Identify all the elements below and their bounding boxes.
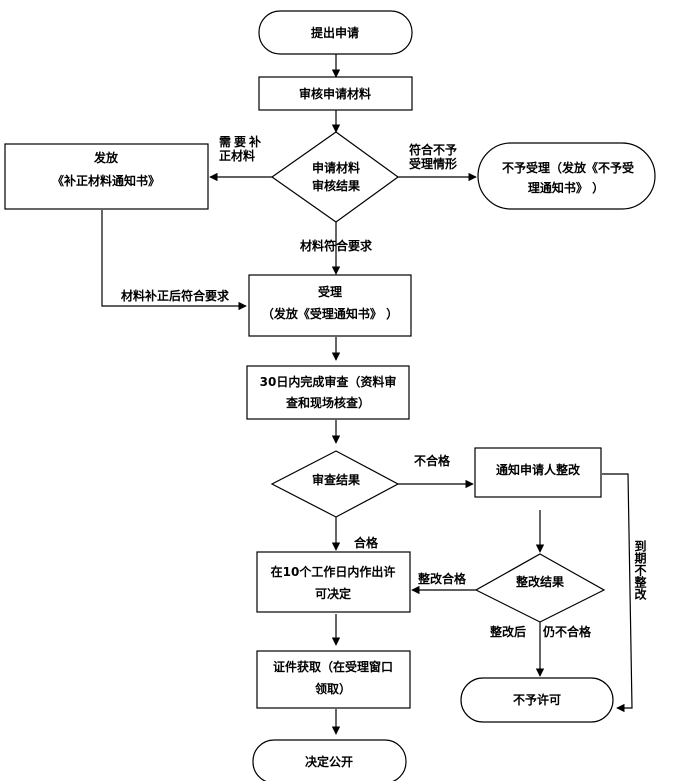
node-reject-accept-label-1: 不予受理（发放《不予受 bbox=[502, 160, 634, 175]
edge-label-rectify-pass: 整改合格 bbox=[417, 571, 467, 586]
connectors bbox=[101, 54, 633, 735]
node-check-result-label: 审查结果 bbox=[312, 472, 360, 487]
node-certificate-label-1: 证件获取（在受理窗口 bbox=[273, 659, 393, 674]
edge-notify-to-deny-overdue bbox=[602, 473, 633, 713]
node-issue-supplement-label-2: 《补正材料通知书》 bbox=[52, 173, 160, 188]
edge-label-not-accept-2: 受理情形 bbox=[409, 156, 457, 171]
node-review-result-label-2: 审核结果 bbox=[312, 178, 360, 193]
edge-label-pass: 合格 bbox=[354, 535, 379, 550]
node-accept-label-2: （发放《受理通知书》 ） bbox=[262, 306, 398, 321]
node-review-result-decision: 申请材料 审核结果 bbox=[270, 131, 400, 223]
node-submit: 提出申请 bbox=[258, 10, 413, 55]
node-deny: 不予许可 bbox=[460, 677, 614, 723]
node-issue-supplement: 发放 《补正材料通知书》 bbox=[4, 143, 209, 210]
node-check-result-decision: 审查结果 bbox=[270, 450, 400, 518]
node-deny-label: 不予许可 bbox=[513, 692, 561, 707]
node-review-materials: 审核申请材料 bbox=[258, 76, 413, 111]
node-decide-label-1: 在10个工作日内作出许 bbox=[271, 564, 396, 579]
node-certificate-label-2: 领取） bbox=[315, 681, 351, 696]
edge-label-still-fail: 仍不合格 bbox=[542, 624, 592, 639]
edge-label-materials-ok: 材料符合要求 bbox=[299, 238, 373, 253]
edge-supplement-to-accept bbox=[101, 210, 247, 311]
node-notify-rectify-label: 通知申请人整改 bbox=[496, 462, 581, 477]
node-notify-rectify: 通知申请人整改 bbox=[474, 447, 602, 498]
edge-label-fail: 不合格 bbox=[414, 453, 451, 468]
edge-labels: 需要补 正材料 符合不予 受理情形 材料符合要求 材料补正后符合要求 不合格 合… bbox=[120, 134, 647, 639]
edge-label-supplement-ok: 材料补正后符合要求 bbox=[120, 288, 230, 303]
node-review-materials-label: 审核申请材料 bbox=[299, 86, 371, 101]
node-review-30-days: 30日内完成审查（资料审 查和现场核查） bbox=[246, 365, 410, 420]
edge-label-need-supplement-2: 正材料 bbox=[219, 148, 255, 163]
node-decide: 在10个工作日内作出许 可决定 bbox=[256, 551, 411, 613]
node-reject-accept-label-2: 理通知书》 ） bbox=[528, 180, 604, 195]
node-rectify-result-decision: 整改结果 bbox=[474, 553, 606, 623]
node-submit-label: 提出申请 bbox=[311, 25, 359, 40]
node-publish: 决定公开 bbox=[252, 739, 407, 781]
edge-label-rectify-after: 整改后 bbox=[489, 624, 526, 639]
node-issue-supplement-label-1: 发放 bbox=[93, 150, 119, 165]
node-review-30-days-label-2: 查和现场核查） bbox=[285, 395, 370, 410]
node-certificate: 证件获取（在受理窗口 领取） bbox=[256, 650, 411, 709]
node-decide-label-2: 可决定 bbox=[315, 586, 351, 601]
edge-label-overdue: 到期不整改 bbox=[633, 539, 647, 601]
node-rectify-result-label: 整改结果 bbox=[515, 574, 564, 589]
node-review-30-days-label-1: 30日内完成审查（资料审 bbox=[260, 374, 397, 389]
edge-label-not-accept-1: 符合不予 bbox=[409, 142, 457, 157]
node-reject-accept: 不予受理（发放《不予受 理通知书》 ） bbox=[477, 142, 656, 210]
node-publish-label: 决定公开 bbox=[305, 754, 353, 769]
node-accept-label-1: 受理 bbox=[318, 284, 342, 299]
node-review-result-label-1: 申请材料 bbox=[312, 160, 360, 175]
edge-label-need-supplement-1: 需要补 bbox=[219, 134, 264, 149]
node-accept: 受理 （发放《受理通知书》 ） bbox=[248, 274, 412, 337]
